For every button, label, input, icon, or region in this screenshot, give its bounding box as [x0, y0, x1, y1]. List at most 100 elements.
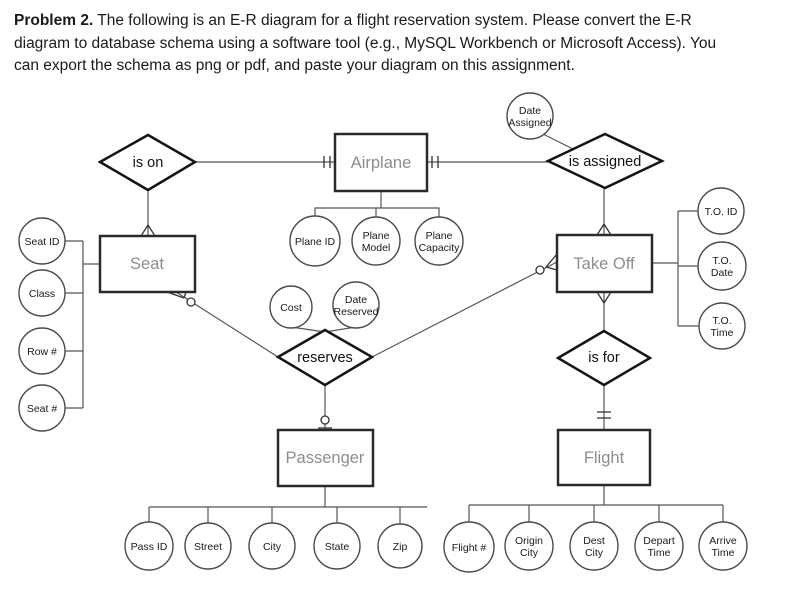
- attribute-date-assigned-label: Assigned: [508, 117, 551, 129]
- attribute-arrive-time-label: Arrive: [709, 535, 737, 547]
- attribute-pass-id-label: Pass ID: [131, 541, 168, 553]
- crow-foot-prong: [596, 291, 605, 304]
- attribute-plane-model-label: Plane: [363, 230, 390, 242]
- attribute-city-label: City: [263, 541, 282, 553]
- attribute-street-label: Street: [194, 541, 222, 553]
- problem-line-3: can export the schema as png or pdf, and…: [14, 57, 575, 74]
- attribute-dest-city-label: Dest: [583, 535, 605, 547]
- attribute-street: [184, 522, 232, 570]
- attribute-date-assigned: [506, 92, 554, 140]
- entity-airplane: [333, 132, 429, 193]
- crow-foot-prong: [183, 291, 187, 299]
- crow-foot-prong: [545, 253, 558, 268]
- attribute-to-time-label: Time: [711, 327, 734, 339]
- attribute-plane-capacity-label: Capacity: [419, 242, 461, 254]
- attribute-plane-id: [289, 215, 341, 267]
- optional-circle: [535, 265, 545, 275]
- attribute-depart-time-label: Depart: [643, 535, 675, 547]
- crow-foot-prong: [140, 224, 149, 237]
- entity-take-off-label: Take Off: [573, 255, 635, 273]
- attribute-zip: [377, 523, 423, 569]
- crow-foot-take-off-top: [596, 223, 612, 236]
- cardinality-one-mark-airplane-right: [431, 156, 439, 168]
- attribute-plane-capacity: [414, 216, 464, 266]
- attribute-to-date-label: Date: [711, 267, 733, 279]
- entity-seat-label: Seat: [130, 255, 164, 273]
- entity-flight-label: Flight: [584, 449, 625, 467]
- crow-foot-prong: [603, 291, 612, 304]
- relationship-is-assigned-label: is assigned: [569, 154, 642, 170]
- attribute-origin-city-label: City: [520, 547, 539, 559]
- attribute-row-no-label: Row #: [27, 346, 57, 358]
- relationship-reserves: [275, 328, 375, 387]
- attribute-seat-no: [18, 384, 66, 432]
- relationship-reserves-label: reserves: [297, 350, 353, 366]
- attribute-date-reserved-label: Date: [345, 294, 367, 306]
- entity-flight: [556, 428, 652, 487]
- connector-line: [371, 261, 558, 358]
- crow-foot-prong: [147, 224, 156, 237]
- attribute-depart-time: [634, 521, 684, 571]
- connector-line: [542, 133, 574, 150]
- attribute-dest-city-label: City: [585, 547, 604, 559]
- attribute-to-time: [698, 302, 746, 350]
- attribute-plane-model: [351, 216, 401, 266]
- attribute-flight-no-label: Flight #: [452, 542, 487, 554]
- attribute-flight-no: [443, 521, 495, 573]
- attribute-to-date: [697, 241, 747, 291]
- crow-foot-prong: [545, 266, 558, 271]
- attribute-plane-model-label: Model: [362, 242, 391, 254]
- attribute-class-label: Class: [29, 288, 55, 300]
- attribute-to-date-label: T.O.: [712, 255, 731, 267]
- attribute-seat-id: [18, 217, 66, 265]
- cardinality-one-mark-airplane-left: [323, 156, 331, 168]
- problem-line-1: Problem 2. The following is an E-R diagr…: [14, 12, 692, 29]
- attribute-origin-city: [504, 521, 554, 571]
- cardinality-one-mark-flight-top: [597, 411, 611, 419]
- connector-line: [314, 207, 440, 218]
- attribute-zip-label: Zip: [393, 541, 408, 553]
- crow-foot-prong: [603, 223, 612, 236]
- attribute-arrive-time: [698, 521, 748, 571]
- attribute-date-reserved-label: Reserved: [334, 306, 379, 318]
- attribute-depart-time-label: Time: [648, 547, 671, 559]
- attribute-class: [18, 269, 66, 317]
- attribute-plane-capacity-label: Plane: [426, 230, 453, 242]
- attribute-row-no: [18, 327, 66, 375]
- attribute-date-assigned-label: Date: [519, 105, 541, 117]
- relationship-is-on: [97, 133, 198, 192]
- zero-or-many-mark-take-off-left: [535, 253, 558, 275]
- crow-foot-prong: [596, 223, 605, 236]
- attribute-cost: [269, 285, 313, 329]
- relationship-is-on-label: is on: [133, 155, 164, 171]
- attribute-state: [313, 522, 361, 570]
- relationship-is-for: [555, 329, 653, 387]
- entity-take-off: [555, 233, 654, 294]
- optional-circle: [186, 297, 196, 307]
- zero-or-many-mark-seat-corner: [166, 291, 196, 307]
- attribute-seat-id-label: Seat ID: [24, 236, 59, 248]
- problem-line-2: diagram to database schema using a softw…: [14, 34, 717, 52]
- attribute-pass-id: [124, 521, 174, 571]
- attribute-to-id-label: T.O. ID: [705, 206, 738, 218]
- crow-foot-seat-top: [140, 224, 156, 237]
- zero-or-one-mark-passenger-top: [318, 415, 332, 429]
- entity-seat: [98, 234, 197, 294]
- attribute-to-id: [697, 187, 745, 235]
- entity-airplane-label: Airplane: [351, 154, 412, 172]
- attribute-plane-id-label: Plane ID: [295, 236, 336, 248]
- relationship-is-for-label: is for: [588, 350, 620, 366]
- attribute-labels: Date Assigned Plane ID Plane Model Plane…: [24, 105, 737, 559]
- attribute-city: [248, 522, 296, 570]
- entity-passenger-label: Passenger: [286, 449, 365, 467]
- entity-passenger: [276, 428, 375, 488]
- problem-label: Problem 2.: [14, 12, 94, 29]
- relationship-is-assigned: [545, 132, 665, 190]
- attribute-state-label: State: [325, 541, 350, 553]
- attribute-date-reserved: [332, 281, 380, 329]
- problem-statement: Problem 2. The following is an E-R diagr…: [14, 10, 764, 78]
- crow-foot-take-off-bottom: [596, 291, 612, 304]
- attribute-dest-city: [569, 521, 619, 571]
